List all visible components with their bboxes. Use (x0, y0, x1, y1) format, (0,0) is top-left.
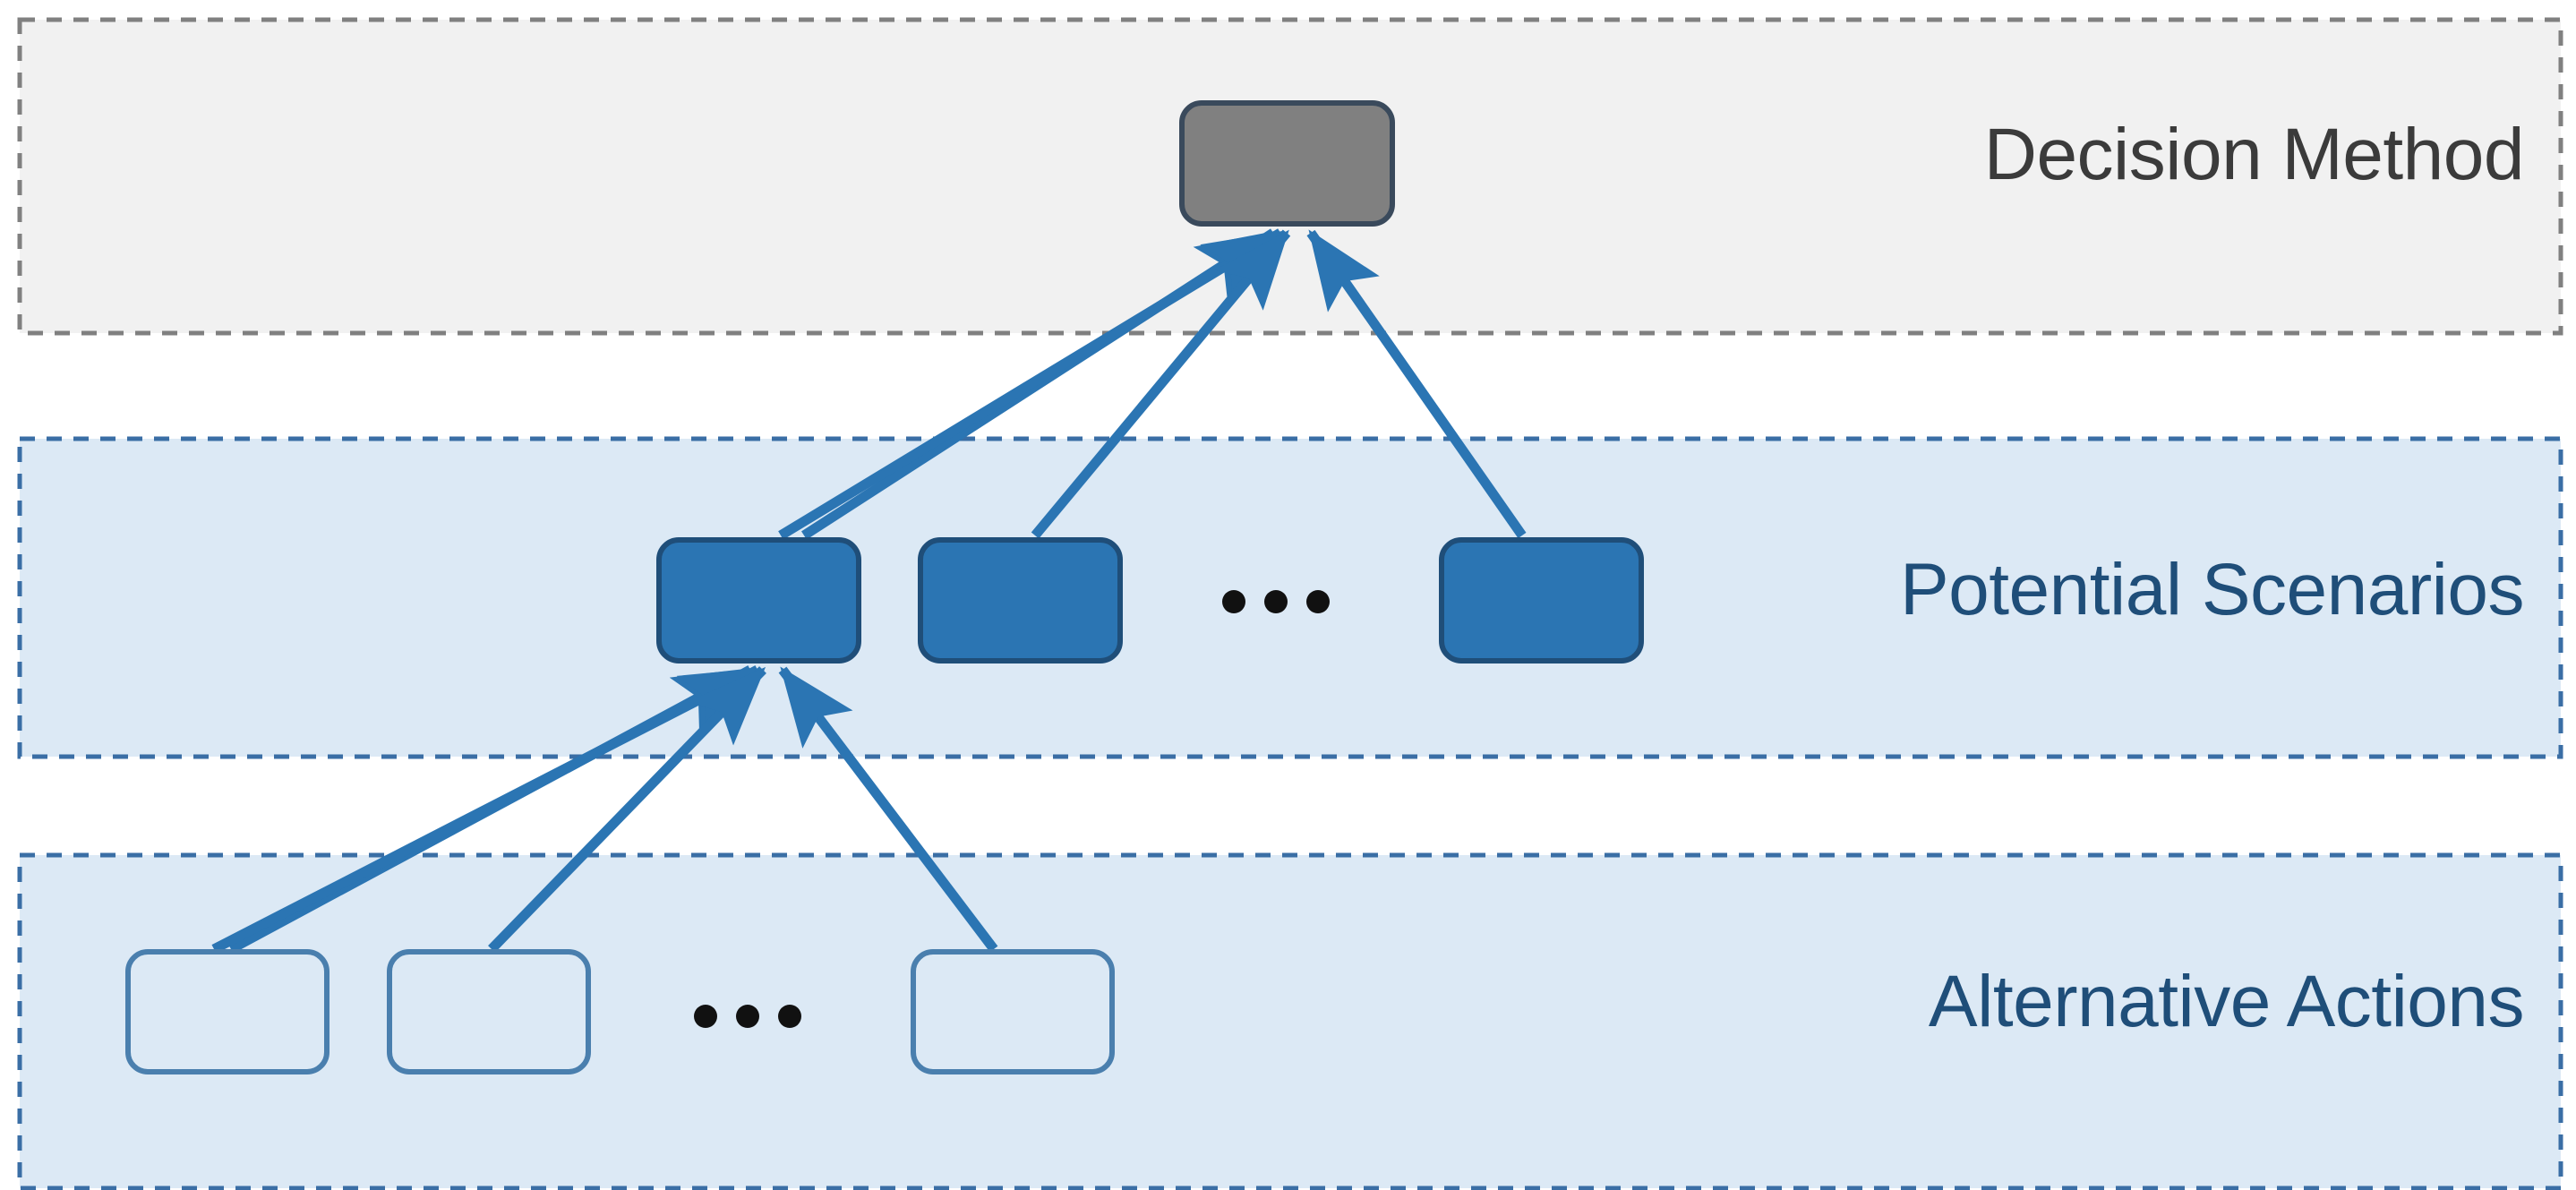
band-alternative-actions-rect (17, 852, 2563, 1190)
scenario-node-n[interactable] (1439, 537, 1644, 663)
edge-group-scenarios-to-decision (778, 228, 1527, 540)
action-ellipsis (694, 1005, 801, 1028)
ellipsis-dot (694, 1005, 717, 1028)
scenario-ellipsis (1222, 590, 1330, 613)
edge-scenarioN-to-decision (1306, 229, 1527, 539)
ellipsis-dot (1306, 590, 1330, 613)
edge-actionN-to-scenario1 (778, 666, 998, 953)
node-group-decision-method (1179, 100, 1395, 227)
action-node-1[interactable] (125, 949, 329, 1074)
band-label-alternative-actions: Alternative Actions (1928, 961, 2525, 1042)
action-node-2[interactable] (387, 949, 591, 1074)
ellipsis-dot (1222, 590, 1245, 613)
edge-scenario2-to-decision (1031, 229, 1291, 539)
edge-action2-to-scenario1 (488, 666, 766, 953)
edge-action1b-to-scenario1 (211, 665, 761, 954)
edge-scenario1b-to-decision (778, 228, 1284, 540)
band-alternative-actions (17, 852, 2563, 1190)
ellipsis-dot (1264, 590, 1288, 613)
ellipsis-dot (778, 1005, 801, 1028)
node-group-alternative-actions (125, 949, 1115, 1074)
edge-group-actions-to-scenario (211, 665, 998, 954)
scenario-node-1[interactable] (656, 537, 861, 663)
scenario-node-2[interactable] (918, 537, 1123, 663)
decision-method-node[interactable] (1179, 100, 1395, 227)
band-potential-scenarios-rect (17, 436, 2563, 759)
band-label-potential-scenarios: Potential Scenarios (1899, 549, 2525, 630)
band-potential-scenarios (17, 436, 2563, 759)
action-node-n[interactable] (911, 949, 1115, 1074)
node-group-potential-scenarios (656, 537, 1644, 663)
ellipsis-dot (736, 1005, 759, 1028)
band-label-decision-method: Decision Method (1983, 114, 2525, 195)
